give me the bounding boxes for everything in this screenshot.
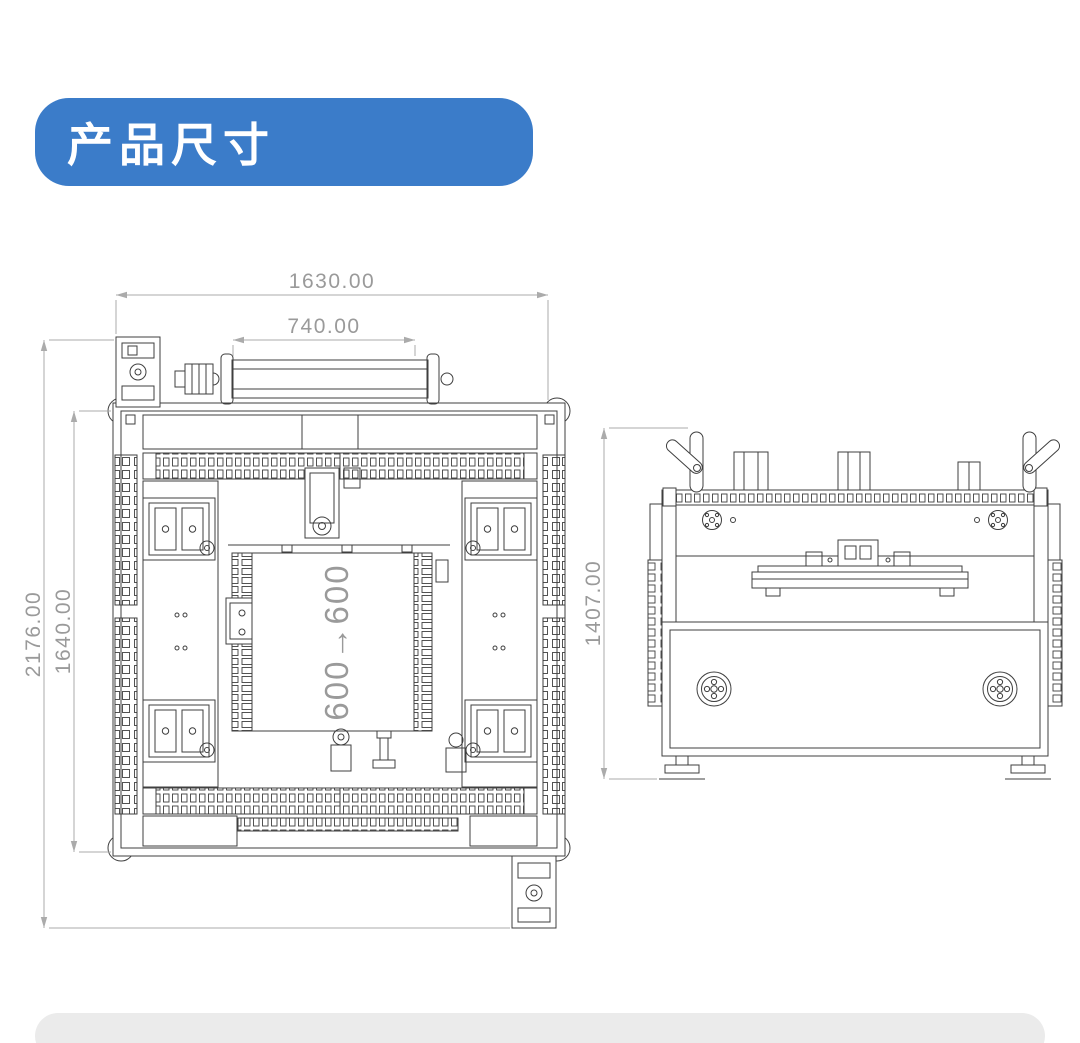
section-title-badge: 产品尺寸 [35, 98, 533, 186]
clamp-handle-left [665, 431, 704, 493]
corner-carriage [464, 497, 538, 561]
corner-carriage [142, 699, 216, 763]
panel-size-label: 600→600 [318, 563, 355, 720]
side-chain-rail-right [542, 454, 566, 815]
linear-rack-top [142, 452, 538, 480]
corner-module-bottom-right [511, 855, 557, 929]
front-view [647, 431, 1063, 780]
footer-panel [35, 1013, 1045, 1043]
roller-assembly [174, 353, 454, 405]
dim-frame-depth [70, 410, 111, 853]
dim-label-machine-height: 1407.00 [582, 560, 605, 646]
dim-label-overall-width: 1630.00 [289, 270, 375, 293]
dimensions: 1630.00 740.00 2176.00 1640.00 1407.00 6… [22, 270, 688, 929]
work-table [751, 565, 969, 597]
dim-label-overall-depth: 2176.00 [22, 591, 45, 677]
machine-feet [659, 755, 1051, 780]
clamp-handle-right [1022, 431, 1061, 493]
center-fixture [805, 539, 911, 567]
corner-carriage [464, 699, 538, 763]
dim-overall-width [115, 291, 549, 400]
corner-module-top-left [115, 336, 161, 408]
roller-motor [174, 363, 214, 395]
dim-label-frame-depth: 1640.00 [52, 588, 75, 674]
dim-overall-depth [40, 339, 510, 929]
section-title: 产品尺寸 [67, 119, 275, 171]
top-view [107, 336, 571, 929]
side-chain-rail-left [114, 454, 138, 815]
top-post-right [957, 461, 981, 491]
top-post-center [837, 451, 871, 491]
work-platform [251, 552, 415, 732]
top-post-left [733, 451, 769, 491]
dim-label-roller-width: 740.00 [287, 315, 360, 338]
dim-roller-width [232, 336, 416, 356]
bottom-fixtures [330, 728, 467, 773]
cabinet [661, 621, 1049, 757]
dim-machine-height [600, 427, 688, 780]
corner-carriage [142, 497, 216, 561]
linear-rack-bottom [142, 787, 538, 815]
